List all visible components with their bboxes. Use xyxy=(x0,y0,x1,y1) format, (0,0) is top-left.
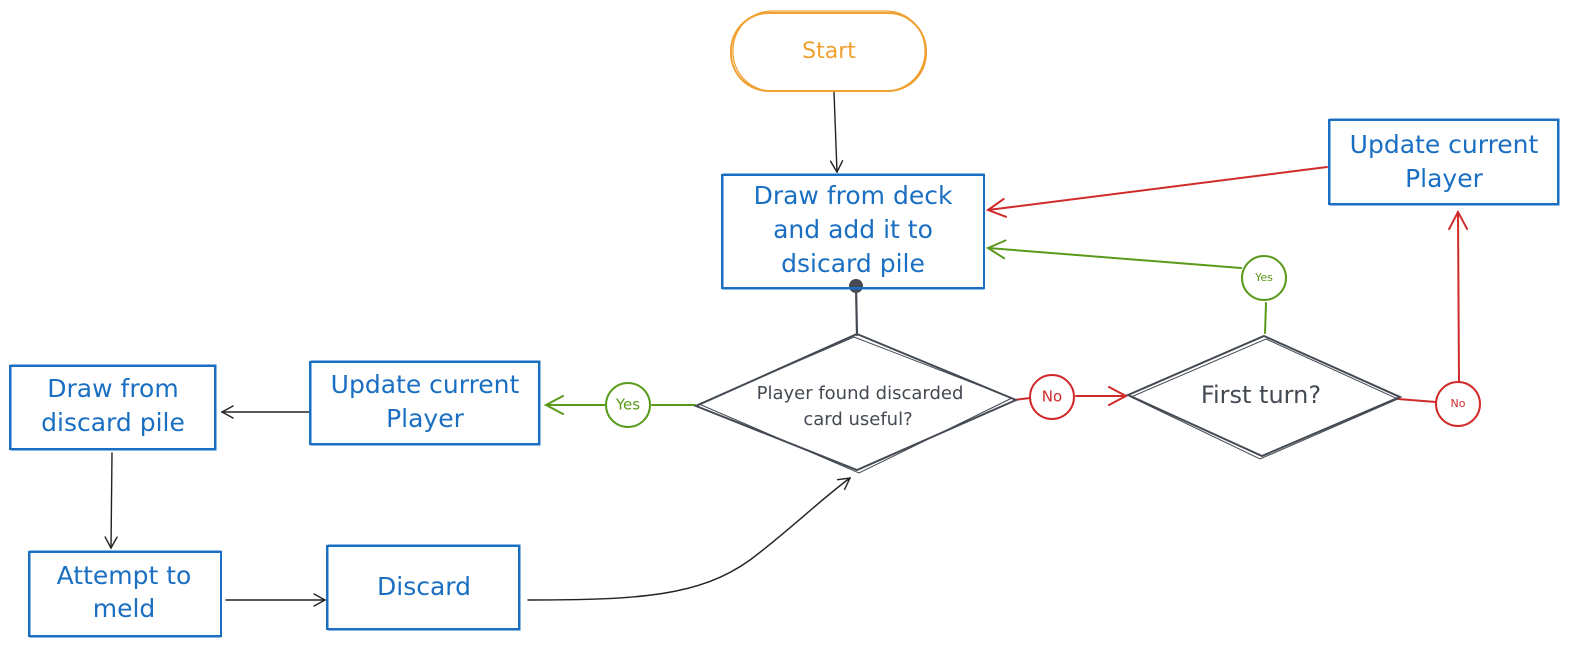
decision-found-useful-line2: card useful? xyxy=(803,409,912,430)
connector-dot xyxy=(849,279,863,293)
decision-first-turn: First turn? xyxy=(1125,334,1403,460)
arrow-draw-discard-to-meld xyxy=(104,452,118,550)
arrow-yes-to-draw-deck xyxy=(988,248,1267,334)
attempt-meld-box: Attempt to meld xyxy=(28,550,222,638)
decision-found-useful-line1: Player found discarded xyxy=(757,383,964,404)
update-player-left-box: Update current Player xyxy=(309,360,541,446)
start-node: Start xyxy=(730,10,927,92)
badge-no-right: No xyxy=(1435,381,1481,427)
arrow-update-top-to-draw-deck xyxy=(985,166,1328,218)
badge-yes-top: Yes xyxy=(1241,255,1287,301)
draw-discard-box: Draw from discard pile xyxy=(9,364,217,451)
discard-box: Discard xyxy=(326,544,521,631)
badge-yes-top-label: Yes xyxy=(1254,271,1273,284)
update-player-left-line2: Player xyxy=(386,404,465,433)
draw-deck-label-line2: and add it to xyxy=(773,215,933,244)
draw-deck-label-line1: Draw from deck xyxy=(754,181,953,210)
update-player-top-line2: Player xyxy=(1405,164,1484,193)
arrow-discard-to-decision xyxy=(527,477,852,601)
badge-no-mid-label: No xyxy=(1042,388,1062,406)
badge-yes-left: Yes xyxy=(605,382,651,428)
discard-label: Discard xyxy=(377,572,471,601)
update-player-top-box: Update current Player xyxy=(1328,118,1560,206)
badge-yes-left-label: Yes xyxy=(615,396,640,414)
connector-draw-deck-to-decision xyxy=(854,284,859,337)
attempt-meld-line2: meld xyxy=(93,594,156,623)
decision-found-useful: Player found discarded card useful? xyxy=(693,332,1019,474)
update-player-top-line1: Update current xyxy=(1350,130,1539,159)
draw-discard-line1: Draw from xyxy=(47,374,178,403)
arrow-no-to-update-top xyxy=(1397,212,1459,403)
draw-deck-label-line3: dsicard pile xyxy=(781,249,925,278)
draw-discard-line2: discard pile xyxy=(41,408,185,437)
attempt-meld-line1: Attempt to xyxy=(57,561,192,590)
update-player-left-line1: Update current xyxy=(331,370,520,399)
draw-deck-box: Draw from deck and add it to dsicard pil… xyxy=(721,173,985,290)
start-label: Start xyxy=(802,39,856,64)
arrow-start-to-draw-deck xyxy=(829,91,844,174)
badge-no-mid: No xyxy=(1029,374,1075,420)
badge-no-right-label: No xyxy=(1451,397,1466,410)
decision-first-turn-label: First turn? xyxy=(1201,381,1321,409)
